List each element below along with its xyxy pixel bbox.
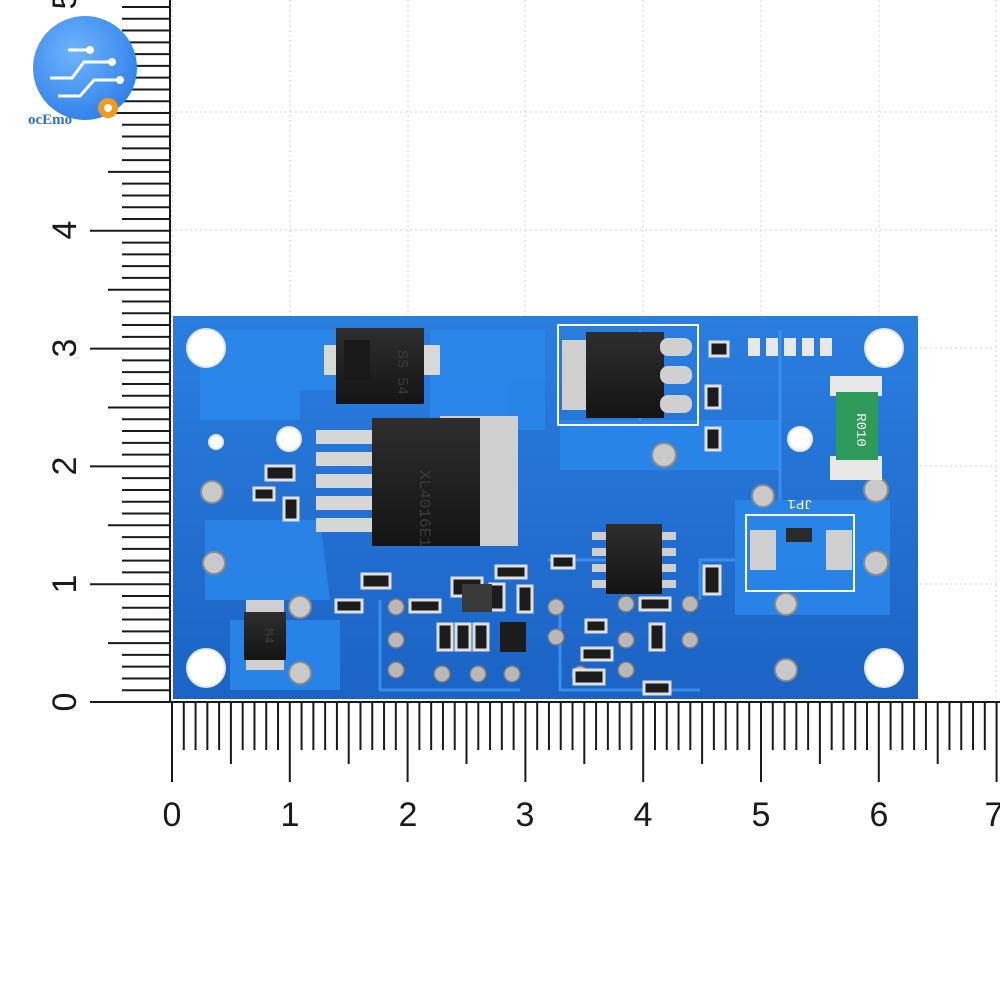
horizontal-ruler: 0 1 2 3 4 5 6 7 <box>163 701 1000 834</box>
mount-hole-bottom-left <box>186 648 226 688</box>
mount-hole-bottom-right <box>864 648 904 688</box>
diode-ss54: SS 54 <box>324 328 440 404</box>
diode-m4: M4 <box>244 600 286 670</box>
shunt-label: R010 <box>852 413 868 447</box>
regulator-chip: XL4016E1 <box>316 416 518 547</box>
diode2-label: M4 <box>261 628 276 644</box>
x-label-6: 6 <box>870 796 889 834</box>
circuit-gear-logo-icon <box>33 16 137 120</box>
mount-hole-top-right <box>864 328 904 368</box>
smd-components <box>252 338 832 696</box>
x-label-1: 1 <box>281 796 300 834</box>
shunt-resistor: R010 <box>830 376 882 480</box>
brand-text: ocEmo <box>28 112 72 128</box>
brand-logo: ocEmo <box>28 16 137 128</box>
mosfet-top <box>557 324 699 426</box>
diode-label: SS 54 <box>393 350 410 395</box>
x-label-3: 3 <box>516 796 535 834</box>
regulator-label: XL4016E1 <box>415 470 433 547</box>
x-label-7: 7 <box>985 796 1000 834</box>
soic-chip <box>592 524 676 594</box>
x-label-2: 2 <box>399 796 418 834</box>
y-label-3: 3 <box>46 339 84 358</box>
y-label-2: 2 <box>46 457 84 476</box>
jumper-label: JP1 <box>787 495 812 511</box>
x-label-0: 0 <box>163 796 182 834</box>
y-label-0: 0 <box>46 693 84 712</box>
pcb-board: SS 54 XL4016E1 <box>173 316 918 699</box>
y-label-4: 4 <box>46 221 84 240</box>
x-label-4: 4 <box>634 796 653 834</box>
mount-hole-top-left <box>186 328 226 368</box>
x-label-5: 5 <box>752 796 771 834</box>
y-label-5: 5 <box>46 0 84 9</box>
y-label-1: 1 <box>46 575 84 594</box>
vertical-ruler: 0 1 2 3 4 5 <box>46 0 171 712</box>
jumper-jp1: JP1 <box>745 495 855 592</box>
